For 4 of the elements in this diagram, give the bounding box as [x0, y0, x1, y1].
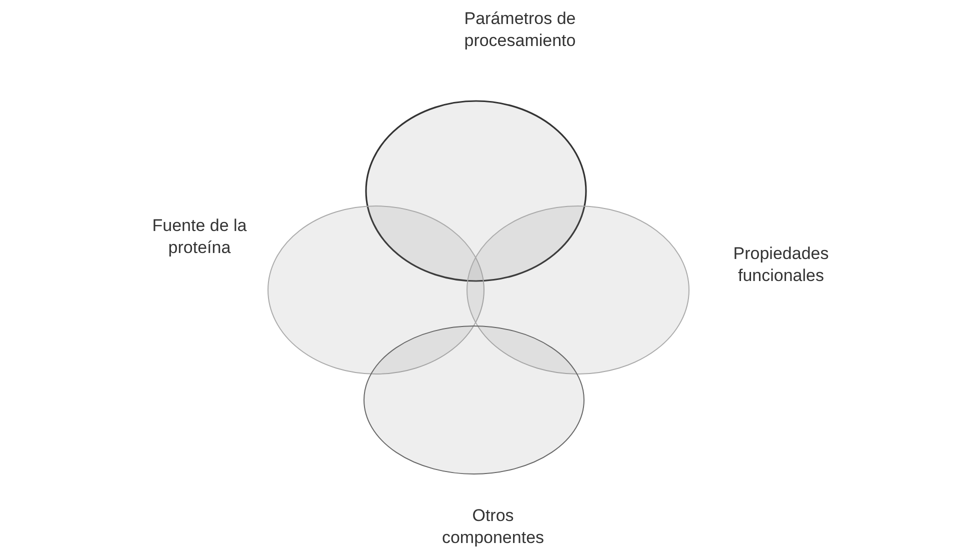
ellipse-label: Propiedades funcionales	[732, 243, 830, 287]
ellipse-label: Fuente de la proteína	[151, 215, 248, 259]
ellipse-label: Parámetros de procesamiento	[463, 8, 577, 52]
ellipse-label: Otros componentes	[440, 505, 546, 549]
